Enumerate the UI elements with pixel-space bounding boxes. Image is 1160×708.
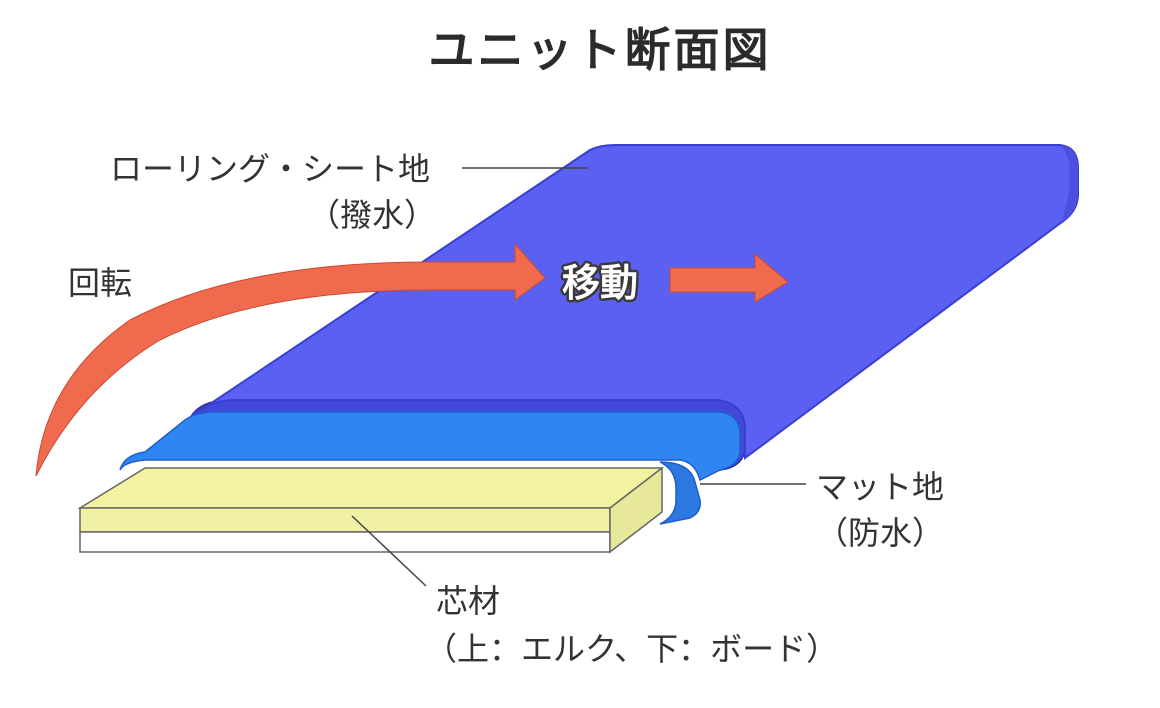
rotation-arrow-body	[35, 242, 546, 477]
label-core: 芯材	[436, 582, 500, 620]
mat-layer	[119, 411, 741, 525]
label-movement: 移動	[562, 261, 638, 305]
rotation-arrow	[35, 242, 546, 477]
movement-arrow	[669, 252, 789, 303]
label-rotation: 回転	[68, 264, 132, 302]
core-material	[77, 466, 665, 554]
mat-layer-top	[119, 411, 741, 482]
label-mat: マット地	[816, 468, 944, 506]
label-core-sub: （上：エルク、下：ボード）	[425, 630, 838, 668]
label-rolling-sheet-sub: （撥水）	[308, 196, 436, 234]
diagram-title: ユニット断面図	[429, 23, 772, 77]
label-mat-sub: （防水）	[816, 514, 944, 552]
mat-layer-front	[659, 461, 702, 525]
movement-arrow-body	[669, 252, 789, 303]
label-rolling-sheet: ローリング・シート地	[110, 150, 430, 188]
leader-core	[351, 515, 427, 587]
core-top-face	[77, 467, 665, 509]
rolling-sheet-front-edge	[1060, 145, 1078, 222]
core-elk-front	[79, 507, 611, 533]
core-right-side	[609, 466, 663, 554]
core-board-front	[79, 531, 611, 553]
